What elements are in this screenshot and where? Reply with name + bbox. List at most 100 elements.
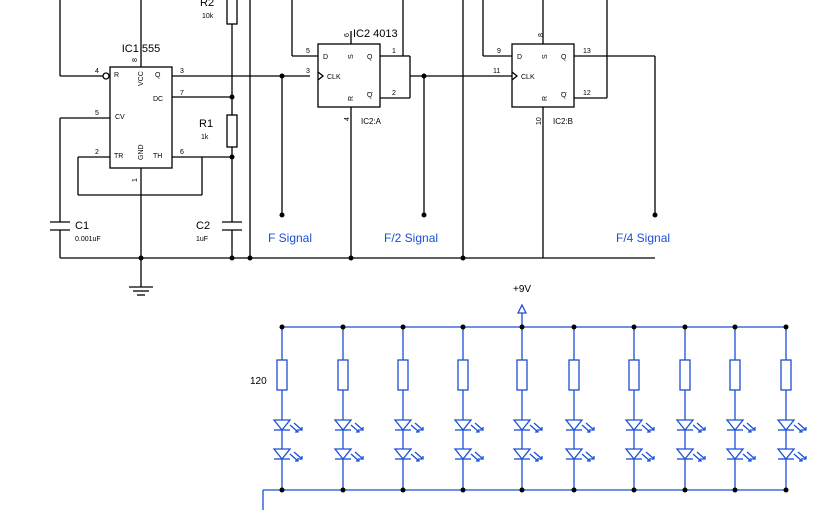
ic1-pin8: 8	[132, 58, 139, 62]
led-column	[393, 324, 424, 493]
junction-dot	[400, 324, 406, 330]
ic2b-clk-label: CLK	[521, 74, 535, 81]
c2-label: C2	[196, 220, 210, 232]
r2-resistor: R2 10k	[200, 0, 238, 25]
ic2b-s-label: S	[542, 54, 549, 59]
ic2b-q-label: Q	[561, 54, 567, 61]
ic1-pin1: 1	[132, 178, 139, 182]
led-column	[725, 324, 756, 493]
ic2a-pin2: 2	[392, 90, 396, 97]
ic2b-flipflop: IC2:B D Q CLK Q S R 9 8 13 11 12 10	[493, 33, 591, 126]
junction-dot	[279, 324, 285, 330]
led-icon	[453, 448, 484, 462]
ic2b-pin13: 13	[583, 48, 591, 55]
ic2a-q-label: Q	[367, 54, 373, 61]
ic2a-pin1: 1	[392, 48, 396, 55]
ic2a-clk-label: CLK	[327, 74, 341, 81]
led-icon	[675, 448, 706, 462]
ic2a-s-label: S	[348, 54, 355, 59]
junction-dot	[682, 324, 688, 330]
junction-dot	[631, 324, 637, 330]
junction-dot	[519, 487, 525, 493]
led-resistor	[276, 359, 288, 391]
ic1-pin5: 5	[95, 110, 99, 117]
r1-label: R1	[199, 118, 213, 130]
ic2b-r-label: R	[542, 96, 549, 101]
ic1-pin7: 7	[180, 90, 184, 97]
ic2a-d-label: D	[323, 54, 328, 61]
r1-value: 1k	[201, 134, 209, 141]
led-icon	[393, 448, 424, 462]
r2-label: R2	[200, 0, 214, 9]
junction-dot	[460, 324, 466, 330]
c1-capacitor: C1 0.001uF	[75, 220, 101, 243]
led-icon	[512, 448, 543, 462]
ic2a-flipflop: IC2 4013 IC2:A D Q CLK Q S R 5 6 1 3 2 4	[306, 28, 398, 126]
led-icon	[564, 448, 595, 462]
ic2b-pin8: 8	[538, 33, 545, 37]
led-icon	[333, 419, 364, 433]
led-resistor	[729, 359, 741, 391]
junction-dot	[279, 487, 285, 493]
c1-value: 0.001uF	[75, 236, 101, 243]
ic2b-sub-label: IC2:B	[553, 117, 573, 126]
led-resistor	[628, 359, 640, 391]
junction-dot	[571, 324, 577, 330]
led-icon	[776, 448, 807, 462]
led-resistor	[568, 359, 580, 391]
led-resistor	[457, 359, 469, 391]
led-column	[564, 324, 595, 493]
led-resistor	[337, 359, 349, 391]
ic2b-wiring	[483, 0, 658, 218]
f2-signal-label: F/2 Signal	[384, 231, 438, 245]
ic1-dc-label: DC	[153, 96, 163, 103]
ic2a-label: IC2 4013	[353, 28, 398, 40]
led-icon	[725, 448, 756, 462]
ic1-pin6: 6	[180, 149, 184, 156]
led-icon	[776, 419, 807, 433]
led-column	[512, 324, 543, 493]
led-resistor	[780, 359, 792, 391]
junction-dot	[400, 487, 406, 493]
led-array: +9V 120	[250, 284, 807, 510]
led-icon	[564, 419, 595, 433]
led-icon	[272, 419, 303, 433]
led-resistor-value: 120	[250, 376, 267, 387]
junction-dot	[340, 487, 346, 493]
junction-dot	[631, 487, 637, 493]
led-icon	[453, 419, 484, 433]
c2-value: 1uF	[196, 236, 208, 243]
ic1-vcc-label: VCC	[138, 71, 145, 86]
led-icon	[393, 419, 424, 433]
ic2b-pin10: 10	[536, 117, 543, 125]
led-icon	[272, 448, 303, 462]
ic2b-pin9: 9	[497, 48, 501, 55]
junction-dot	[519, 324, 525, 330]
ic2a-sub-label: IC2:A	[361, 117, 382, 126]
ic1-555-timer: IC1 555 R CV TR Q DC TH VCC GND 4 8 3 7 …	[95, 43, 184, 182]
ic2b-body	[511, 43, 575, 108]
ic1-body	[109, 66, 173, 169]
led-icon	[725, 419, 756, 433]
ic1-gnd-label: GND	[138, 144, 145, 160]
led-column	[333, 324, 364, 493]
supply-arrow-icon	[516, 303, 528, 314]
junction-dot	[340, 324, 346, 330]
ic1-pin2: 2	[95, 149, 99, 156]
junction-dot	[571, 487, 577, 493]
ic2a-pin4: 4	[344, 117, 351, 121]
ic2a-body	[317, 43, 381, 108]
ic1-th-label: TH	[153, 153, 162, 160]
f4-signal-label: F/4 Signal	[616, 231, 670, 245]
ic1-reset-label: R	[114, 72, 119, 79]
junction-dot	[682, 487, 688, 493]
led-icon	[675, 419, 706, 433]
ic2b-pin11: 11	[493, 68, 500, 75]
led-resistor	[397, 359, 409, 391]
ic1-q-label: Q	[155, 72, 161, 79]
junction-dot	[732, 487, 738, 493]
ic1-tr-label: TR	[114, 153, 123, 160]
junction-dot	[783, 324, 789, 330]
c2-capacitor: C2 1uF	[196, 220, 210, 243]
led-column	[624, 324, 655, 493]
